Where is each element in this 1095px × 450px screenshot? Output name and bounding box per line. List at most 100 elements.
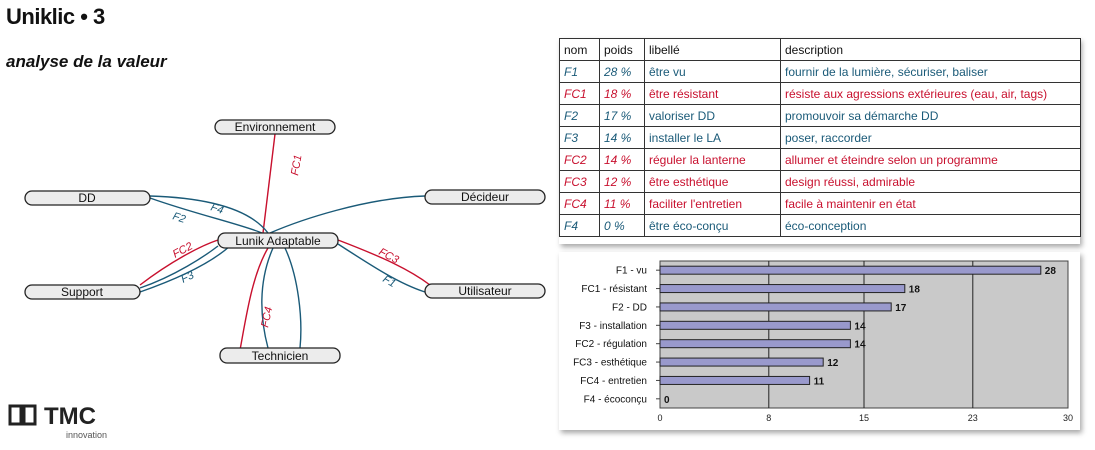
edge-f1 — [337, 243, 426, 293]
edge-fc2 — [139, 239, 219, 286]
edge-label-fc1: FC1 — [289, 154, 304, 177]
category-label: F3 - installation — [579, 321, 647, 332]
cell-libelle: être éco-conçu — [644, 214, 781, 237]
node-label: Lunik Adaptable — [235, 234, 321, 248]
cell-description: design réussi, admirable — [780, 170, 1081, 193]
edge-label-f2: F2 — [171, 210, 187, 225]
node-label: Technicien — [252, 349, 309, 363]
column-header-libelle: libellé — [644, 38, 781, 61]
cell-poids: 18 % — [599, 82, 645, 105]
x-tick-label: 15 — [859, 413, 869, 423]
edge-label-f1: F1 — [381, 273, 398, 290]
cell-nom: F3 — [559, 126, 600, 149]
cell-libelle: faciliter l'entretien — [644, 192, 781, 215]
page-title: Uniklic • 3 — [6, 4, 105, 29]
cell-description: éco-conception — [780, 214, 1081, 237]
cell-poids: 14 % — [599, 148, 645, 171]
column-header-description: description — [780, 38, 1081, 61]
cell-libelle: être vu — [644, 60, 781, 83]
bar — [659, 302, 892, 312]
edge-f4 — [149, 195, 269, 234]
x-tick-label: 8 — [766, 413, 771, 423]
bar — [659, 284, 906, 294]
column-header-poids: poids — [599, 38, 645, 61]
node-utilisateur: Utilisateur — [424, 283, 546, 299]
node-label: Utilisateur — [458, 284, 511, 298]
edge-fc1 — [262, 133, 276, 234]
cell-description: résiste aux agressions extérieures (eau,… — [780, 82, 1081, 105]
node-label: Décideur — [461, 190, 509, 204]
logo-sub-text: innovation — [66, 430, 107, 440]
page-subtitle: analyse de la valeur — [6, 52, 167, 71]
cell-description: promouvoir sa démarche DD — [780, 104, 1081, 127]
bar-value-label: 0 — [664, 395, 670, 406]
node-decideur: Décideur — [424, 189, 546, 205]
bar-value-label: 14 — [854, 340, 866, 351]
edge-label-fc3: FC3 — [377, 246, 402, 267]
cell-libelle: être esthétique — [644, 170, 781, 193]
cell-libelle: installer le LA — [644, 126, 781, 149]
tmc-logo: TMC innovation — [8, 398, 128, 447]
edge-label-f3: F3 — [179, 269, 197, 286]
node-dd: DD — [24, 190, 151, 206]
category-label: F2 - DD — [612, 302, 647, 313]
category-label: FC1 - résistant — [581, 284, 647, 295]
edge-technicien-left — [261, 247, 274, 349]
node-lunik-adaptable: Lunik Adaptable — [217, 232, 339, 249]
cell-description: facile à maintenir en état — [780, 192, 1081, 215]
node-label: Support — [61, 285, 104, 299]
cell-nom: FC3 — [559, 170, 600, 193]
cell-nom: FC4 — [559, 192, 600, 215]
node-label: Environnement — [235, 120, 316, 134]
x-tick-label: 23 — [968, 413, 978, 423]
edge-decideur — [269, 195, 426, 234]
cell-libelle: réguler la lanterne — [644, 148, 781, 171]
edge-technicien-right — [284, 247, 302, 349]
node-environnement: Environnement — [214, 119, 336, 135]
cell-poids: 17 % — [599, 104, 645, 127]
column-header-nom: nom — [559, 38, 600, 61]
edge-f3-lower — [139, 245, 231, 293]
category-label: F1 - vu — [616, 266, 647, 277]
bar — [659, 357, 824, 367]
x-tick-label: 30 — [1063, 413, 1073, 423]
bar-value-label: 28 — [1045, 266, 1057, 277]
bar-value-label: 18 — [909, 285, 921, 296]
cell-nom: F4 — [559, 214, 600, 237]
bar-value-label: 12 — [827, 358, 839, 369]
tmc-logo-mark: TMC innovation — [8, 403, 107, 440]
category-label: FC4 - entretien — [580, 376, 647, 387]
cell-poids: 12 % — [599, 170, 645, 193]
category-label: FC2 - régulation — [575, 339, 647, 350]
bar — [659, 320, 851, 330]
cell-poids: 28 % — [599, 60, 645, 83]
edge-label-fc4: FC4 — [259, 306, 275, 329]
cell-nom: FC2 — [559, 148, 600, 171]
edge-fc3 — [337, 239, 431, 286]
table-header-row: nom poids libellé description — [559, 38, 1081, 61]
node-label: DD — [78, 191, 96, 205]
category-label: F4 - écoconçu — [584, 394, 647, 405]
function-diagram: FC1 F4 F2 FC2 F3 FC3 F1 FC4 Environnemen… — [24, 119, 546, 364]
bar-value-label: 17 — [895, 303, 907, 314]
cell-libelle: valoriser DD — [644, 104, 781, 127]
edge-label-fc2: FC2 — [171, 240, 195, 260]
cell-nom: F1 — [559, 60, 600, 83]
bar-value-label: 14 — [854, 321, 866, 332]
cell-poids: 0 % — [599, 214, 645, 237]
cell-description: fournir de la lumière, sécuriser, balise… — [780, 60, 1081, 83]
cell-nom: FC1 — [559, 82, 600, 105]
bar — [659, 339, 851, 349]
cell-description: poser, raccorder — [780, 126, 1081, 149]
